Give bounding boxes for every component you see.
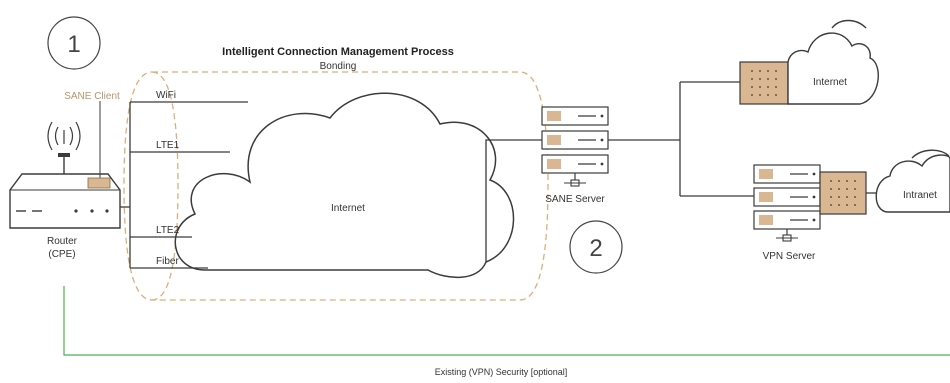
existing-vpn-security-label: Existing (VPN) Security [optional] [435,367,568,377]
sane-outbound-links [608,81,754,197]
router-label: Router [47,236,78,247]
cloud-top-curl [831,19,867,29]
internet-cloud-main [174,92,515,279]
step-2-number: 2 [589,235,602,262]
diagram-subtitle: Bonding [320,61,357,72]
antenna-signal-icon [47,121,81,151]
existing-vpn-security-line [63,286,950,356]
vpn-server-label: VPN Server [763,251,816,262]
internet-cloud-top [787,32,879,105]
internet-cloud-main-label: Internet [331,203,365,214]
intranet-cloud [875,154,950,213]
link-label-lte2: LTE2 [156,225,180,236]
sane-client-label: SANE Client [64,91,120,102]
diagram-title: Intelligent Connection Management Proces… [222,46,454,58]
step-1-number: 1 [67,31,80,58]
link-label-fiber: Fiber [156,256,179,267]
router-device [9,153,121,229]
sane-client-chip [87,101,111,189]
intranet-cloud-label: Intranet [903,190,937,201]
firewall-icon-top [739,61,789,105]
step-2-badge: 2 [569,220,623,274]
link-label-wifi: WiFi [156,90,176,101]
firewall-icon-vpn [819,171,867,215]
link-label-lte1: LTE1 [156,140,180,151]
sane-server-label: SANE Server [545,194,605,205]
sane-server-icon [541,106,609,187]
vpn-server-icon [753,164,821,242]
bonding-tunnel-inner-edge [151,71,179,301]
step-1-badge: 1 [47,16,101,70]
router-label-sub: (CPE) [48,249,75,260]
intranet-cloud-curl [911,149,950,159]
cloud-to-sane-link [485,139,546,262]
router-links [120,101,248,269]
internet-cloud-top-label: Internet [813,77,847,88]
